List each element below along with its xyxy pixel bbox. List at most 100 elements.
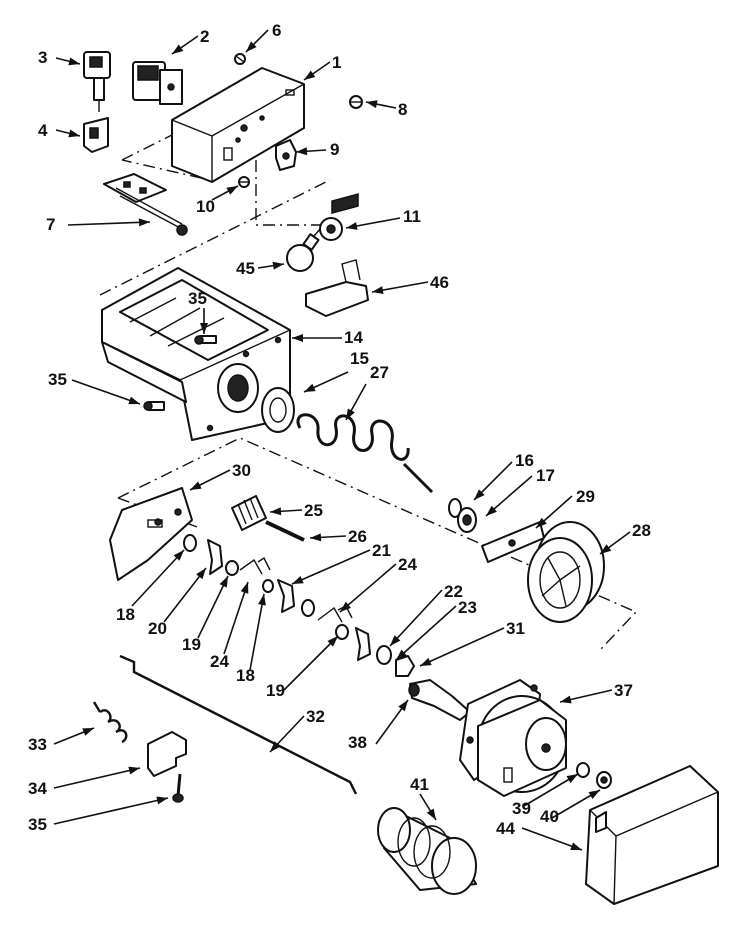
callout-45: 45 <box>236 259 255 278</box>
arrowhead <box>226 186 238 195</box>
callout-21: 21 <box>372 541 391 560</box>
leader-line <box>197 575 229 639</box>
callout-23: 23 <box>458 598 477 617</box>
part-35-screw-a <box>194 335 217 345</box>
arrowhead <box>138 218 150 227</box>
callout-46: 46 <box>430 273 449 292</box>
leader-lines <box>53 29 631 851</box>
arrowhead <box>296 147 308 156</box>
part-41-sleeve <box>377 807 477 895</box>
part-35-screw-c <box>172 773 184 803</box>
part-7-harness <box>103 173 188 236</box>
leader-line <box>53 797 169 825</box>
part-38-coupler <box>408 679 471 721</box>
part-9-clip <box>275 139 297 171</box>
callout-1: 1 <box>332 53 341 72</box>
arrowhead <box>292 334 303 342</box>
arrowhead <box>270 507 282 516</box>
arrowhead <box>156 796 168 805</box>
arrowhead <box>566 774 578 784</box>
callout-30: 30 <box>232 461 251 480</box>
part-15-bushing <box>261 387 295 433</box>
leader-line <box>339 563 397 613</box>
arrowhead <box>173 550 184 561</box>
leader-line <box>53 767 141 789</box>
leader-line <box>389 589 443 647</box>
callout-3: 3 <box>38 48 47 67</box>
arrowhead <box>474 489 485 500</box>
arrowhead <box>570 842 582 850</box>
part-14-housing <box>101 267 291 441</box>
arrowhead <box>588 790 600 799</box>
part-11-socket <box>313 217 343 241</box>
part-17-nut <box>457 507 477 533</box>
callout-18b: 18 <box>236 666 255 685</box>
part-37-motor <box>459 679 567 797</box>
leader-line <box>131 549 185 607</box>
arrowhead <box>372 286 384 295</box>
arrowhead <box>310 533 322 542</box>
callout-44: 44 <box>496 819 515 838</box>
callout-26: 26 <box>348 527 367 546</box>
leader-line <box>67 221 151 226</box>
arrowhead <box>270 741 281 752</box>
arrowhead <box>536 517 547 528</box>
arrowhead <box>346 408 355 420</box>
part-2-switch <box>132 61 183 105</box>
arrowhead <box>272 261 284 270</box>
callout-19b: 19 <box>266 681 285 700</box>
leader-line <box>223 581 249 655</box>
part-6-screw <box>234 53 246 65</box>
arrowhead <box>304 70 316 80</box>
arrowhead <box>172 44 184 54</box>
arrowhead <box>340 601 351 612</box>
part-8-screw <box>349 95 363 109</box>
part-40-nut <box>596 771 612 789</box>
part-27-auger-spring <box>296 413 434 494</box>
callout-37: 37 <box>614 681 633 700</box>
part-10-screw <box>238 176 250 188</box>
part-22-washer <box>376 645 392 665</box>
arrowhead <box>219 576 228 588</box>
arrowhead <box>366 100 378 109</box>
callout-39: 39 <box>512 799 531 818</box>
leader-line <box>419 627 505 667</box>
arrowhead <box>292 575 304 584</box>
callout-27: 27 <box>370 363 389 382</box>
callout-24b: 24 <box>210 652 229 671</box>
callout-7: 7 <box>46 215 55 234</box>
callout-16: 16 <box>515 451 534 470</box>
part-25-gear <box>231 495 267 531</box>
callout-10: 10 <box>196 197 215 216</box>
part-4-bracket <box>83 117 109 153</box>
arrowhead <box>600 544 612 554</box>
callout-38: 38 <box>348 733 367 752</box>
callout-8: 8 <box>398 100 407 119</box>
arrowhead <box>128 766 140 775</box>
callout-25: 25 <box>304 501 323 520</box>
arrowhead <box>258 594 266 606</box>
leader-line <box>163 567 207 623</box>
arrowhead <box>486 505 497 516</box>
callout-40: 40 <box>540 807 559 826</box>
part-34-bracket <box>147 731 187 777</box>
callout-34: 34 <box>28 779 47 798</box>
leader-line <box>395 605 457 661</box>
arrowhead <box>398 700 408 712</box>
arrowhead <box>396 649 407 660</box>
part-16-washer <box>448 498 462 518</box>
arrowhead <box>128 396 140 405</box>
part-33-spring <box>92 701 128 744</box>
part-35-screw-b <box>143 401 165 411</box>
callout-29: 29 <box>576 487 595 506</box>
callout-17: 17 <box>536 466 555 485</box>
callout-15: 15 <box>350 349 369 368</box>
part-44-cover <box>585 765 719 905</box>
callout-35c: 35 <box>28 815 47 834</box>
leader-line <box>283 635 339 691</box>
callout-33: 33 <box>28 735 47 754</box>
callout-19a: 19 <box>182 635 201 654</box>
part-30-plate <box>109 487 193 581</box>
callout-11: 11 <box>403 207 421 226</box>
